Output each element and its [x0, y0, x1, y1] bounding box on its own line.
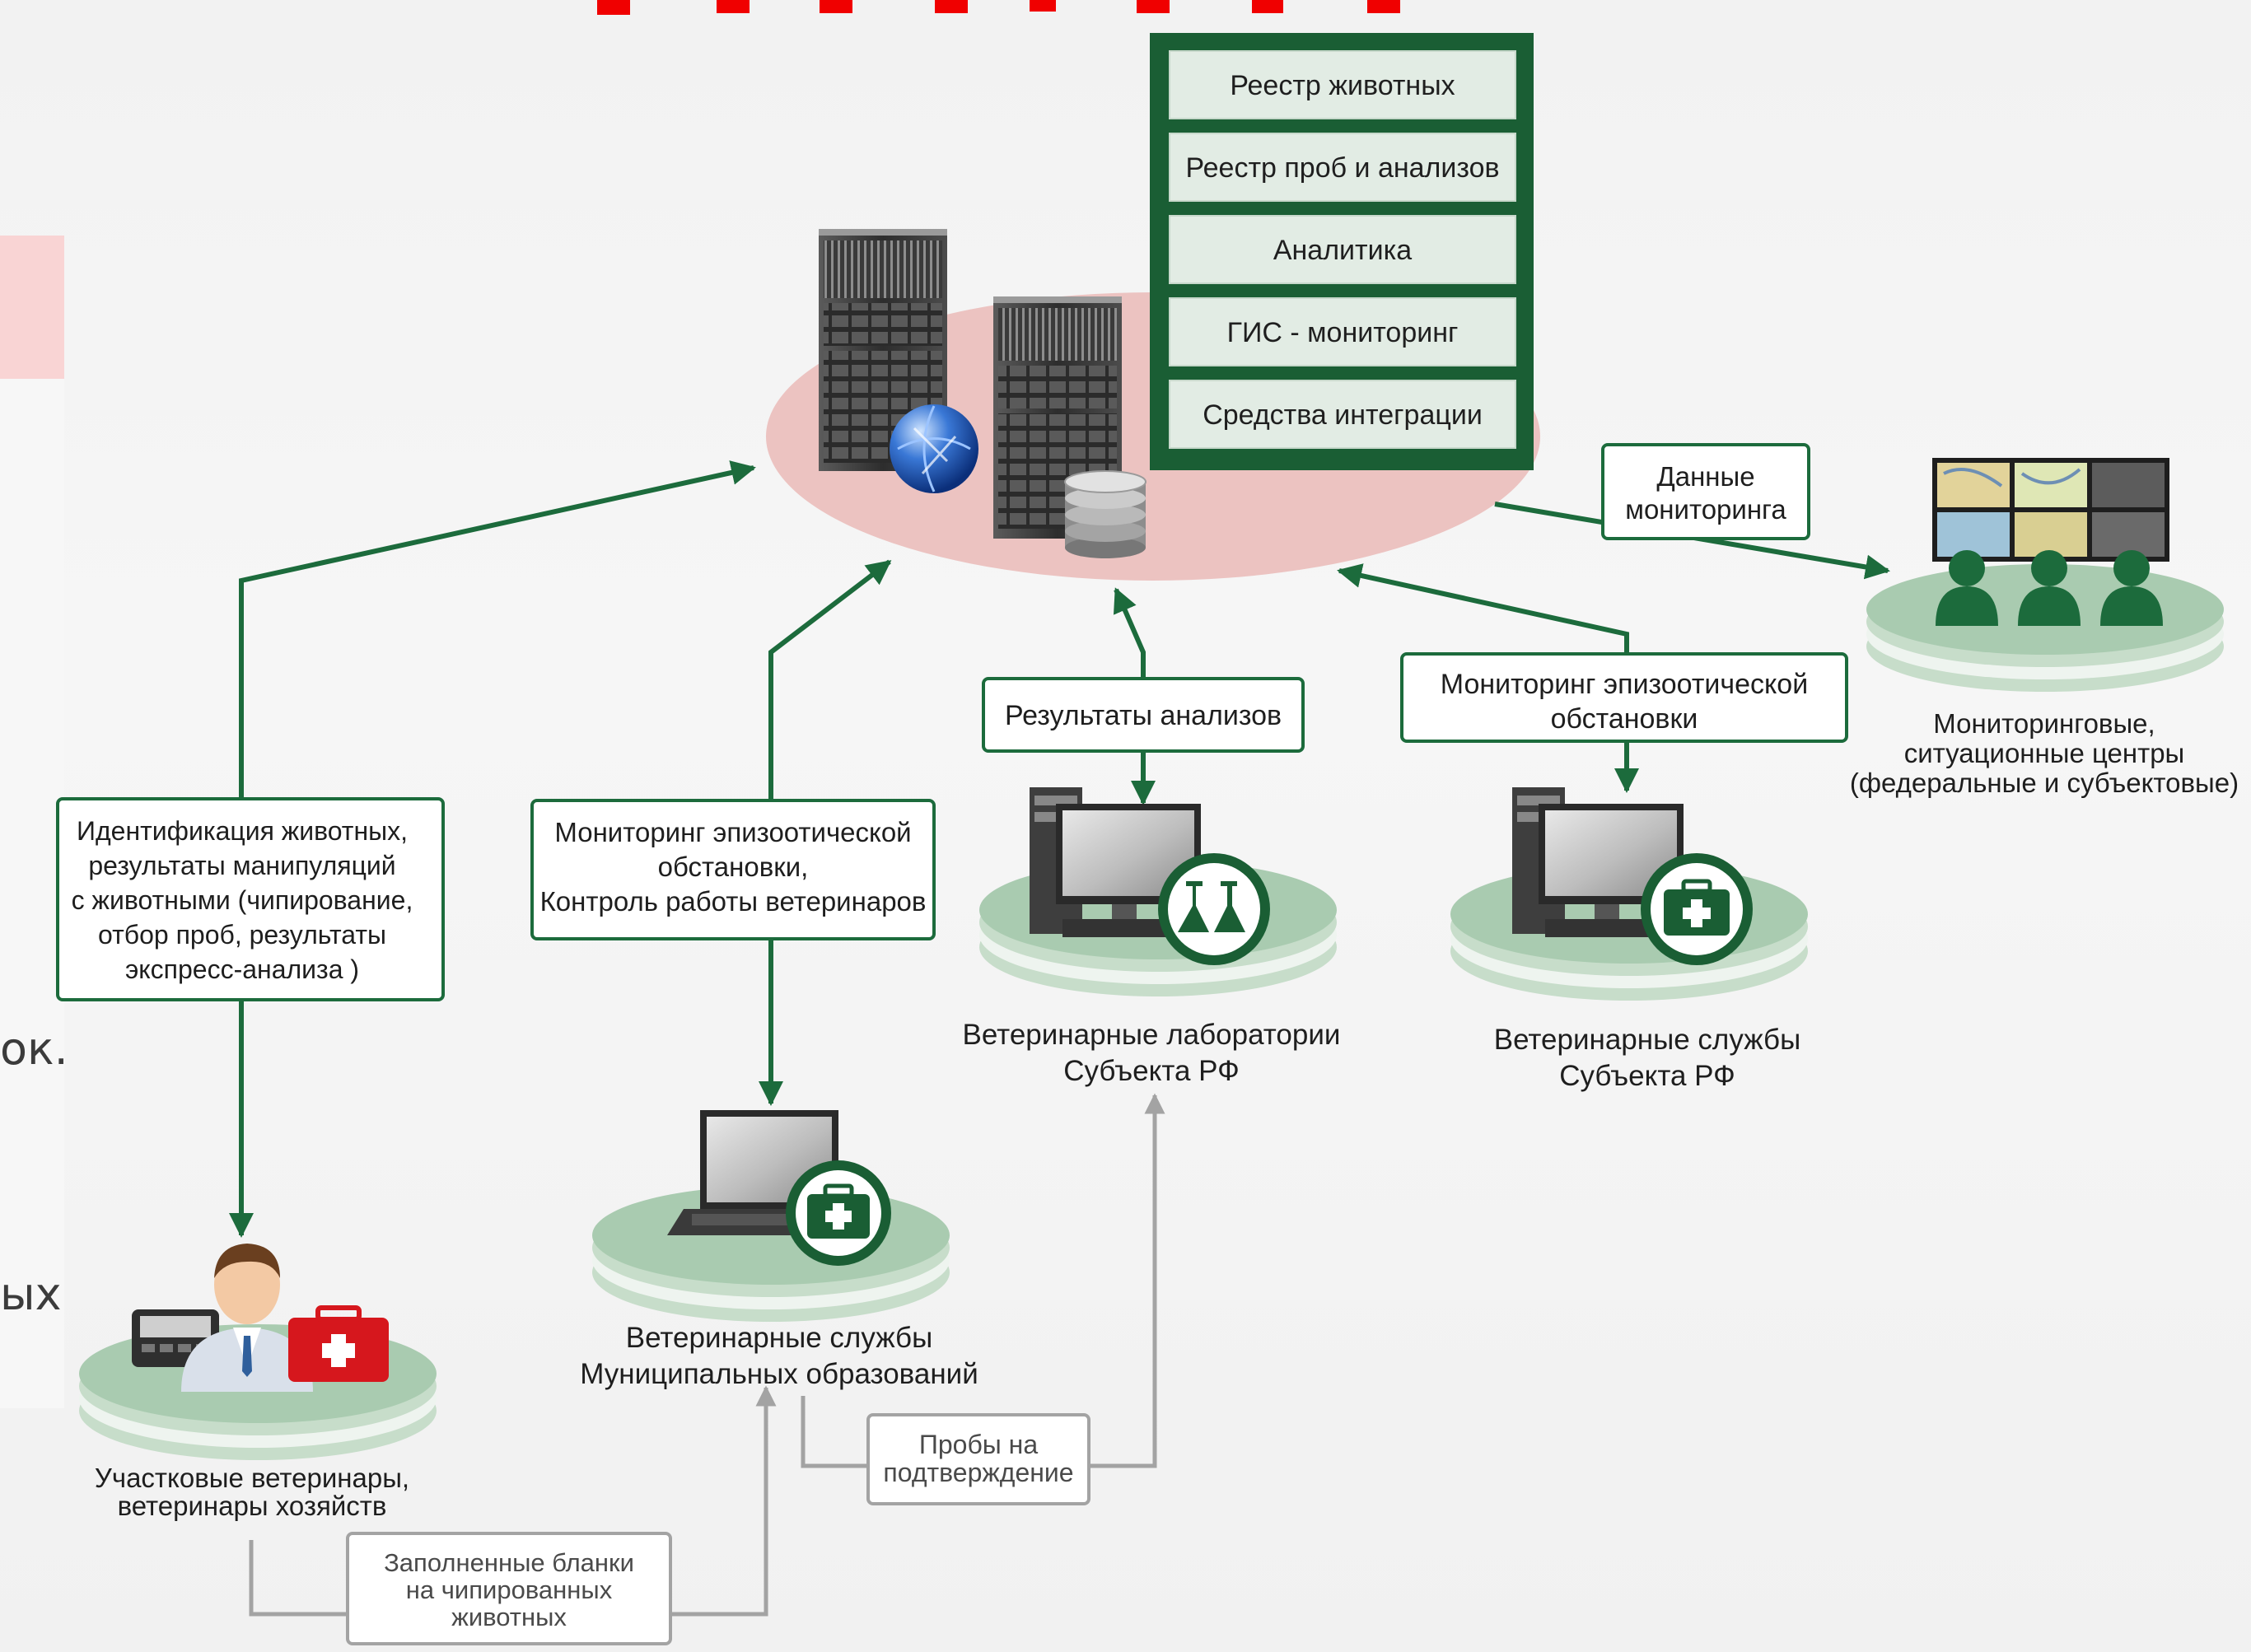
analysis-results-label-text: Результаты анализов [1005, 700, 1282, 731]
labs-caption-line: Ветеринарные лаборатории [963, 1019, 1341, 1051]
analysis-results-label-text-line: Результаты анализов [1005, 700, 1282, 731]
globe-icon [890, 404, 978, 493]
flask-icon [1158, 853, 1270, 965]
doctor-icon [181, 1244, 313, 1392]
vet-case-icon [288, 1305, 389, 1382]
subject-monitoring-label-text-line: Мониторинг эпизоотической [1441, 669, 1808, 700]
identification-label-box [56, 797, 445, 1001]
analysis-results-label: Результаты анализов [982, 677, 1305, 753]
registry-item [1169, 380, 1516, 449]
municipal-monitoring-label-text: Мониторинг эпизоотической обстановки, Конт… [540, 817, 927, 917]
municipal-monitoring-label-box [530, 799, 936, 940]
samples-label-box [866, 1413, 1090, 1505]
subject-monitoring-label-box [1400, 652, 1848, 743]
registry-item [1169, 50, 1516, 119]
forms-label-text-line: Заполненные бланки [384, 1548, 634, 1577]
identification-label: Идентификация животных, результаты манипу… [56, 797, 445, 1001]
monitoring-centers-caption-line: ситуационные центры [1904, 738, 2185, 768]
field-vets-caption-line: ветеринары хозяйств [118, 1491, 387, 1521]
identification-label-text-line: экспресс-анализа ) [125, 954, 359, 984]
green-connectors [229, 460, 1890, 1238]
data-monitoring-label-text-line: Данные [1656, 461, 1754, 492]
left-white-panel [0, 379, 64, 1408]
forms-label-text-line: на чипированных [406, 1575, 613, 1604]
registry-item [1169, 297, 1516, 366]
municipal-monitoring-label-text-line: обстановки, [658, 852, 809, 882]
database-icon [1064, 470, 1147, 558]
municipal-services-caption-line: Ветеринарные службы [626, 1322, 933, 1354]
subject-services-caption-line: Ветеринарные службы [1494, 1024, 1801, 1056]
registry-item [1169, 133, 1516, 202]
registry-item-label: Реестр проб и анализов [1185, 152, 1499, 184]
subject-monitoring-label-text-line: обстановки [1551, 703, 1698, 735]
municipal-monitoring-label-text-line: Мониторинг эпизоотической [554, 817, 911, 847]
left-red-tab [0, 236, 64, 379]
forms-label-box [346, 1532, 672, 1645]
monitoring-centers-caption: Мониторинговые,ситуационные центры(федер… [1850, 708, 2239, 798]
title-fragment [597, 0, 1400, 15]
medkit-icon [786, 1160, 891, 1266]
identification-label-text-line: Идентификация животных, [77, 816, 408, 846]
medkit-icon [1641, 853, 1753, 965]
field-vets-caption-line: Участковые ветеринары, [95, 1463, 409, 1493]
left-fragment-2: ых [0, 1268, 62, 1320]
monitoring-centers-caption-line: (федеральные и субъектовые) [1850, 768, 2239, 798]
labs-caption-line: Субъекта РФ [1063, 1055, 1240, 1087]
municipal-monitoring-label-text-line: Контроль работы ветеринаров [540, 886, 927, 917]
forms-label-text-line: животных [451, 1603, 567, 1631]
operators-icon [1936, 550, 2163, 626]
field-vets-caption: Участковые ветеринары,ветеринары хозяйст… [95, 1463, 409, 1521]
identification-label-text-line: отбор проб, результаты [98, 920, 386, 950]
left-fragment-1: ок. [0, 1023, 68, 1075]
samples-label-text-line: Пробы на [919, 1430, 1038, 1459]
samples-label-text-line: подтверждение [883, 1458, 1073, 1487]
registry-item-label: Реестр животных [1230, 70, 1455, 101]
registry-item [1169, 215, 1516, 284]
data-monitoring-label-box [1601, 443, 1810, 540]
analysis-results-label-box [982, 677, 1305, 753]
registry-item-label: Аналитика [1273, 235, 1412, 266]
registry-item-label: ГИС - мониторинг [1227, 317, 1459, 348]
identification-label-text: Идентификация животных, результаты манипу… [72, 816, 413, 984]
municipal-services-caption-line: Муниципальных образований [580, 1358, 978, 1390]
identification-label-text-line: с животными (чипирование, [72, 885, 413, 915]
data-monitoring-label-text-line: мониторинга [1625, 494, 1786, 525]
monitor-wall-icon [1932, 458, 2169, 562]
registry-item-label: Средства интеграции [1203, 399, 1483, 431]
monitoring-centers-caption-line: Мониторинговые, [1933, 708, 2155, 739]
identification-label-text-line: результаты манипуляций [88, 851, 395, 880]
subject-services-caption-line: Субъекта РФ [1559, 1060, 1735, 1092]
municipal-monitoring-label: Мониторинг эпизоотической обстановки, Конт… [530, 799, 936, 940]
